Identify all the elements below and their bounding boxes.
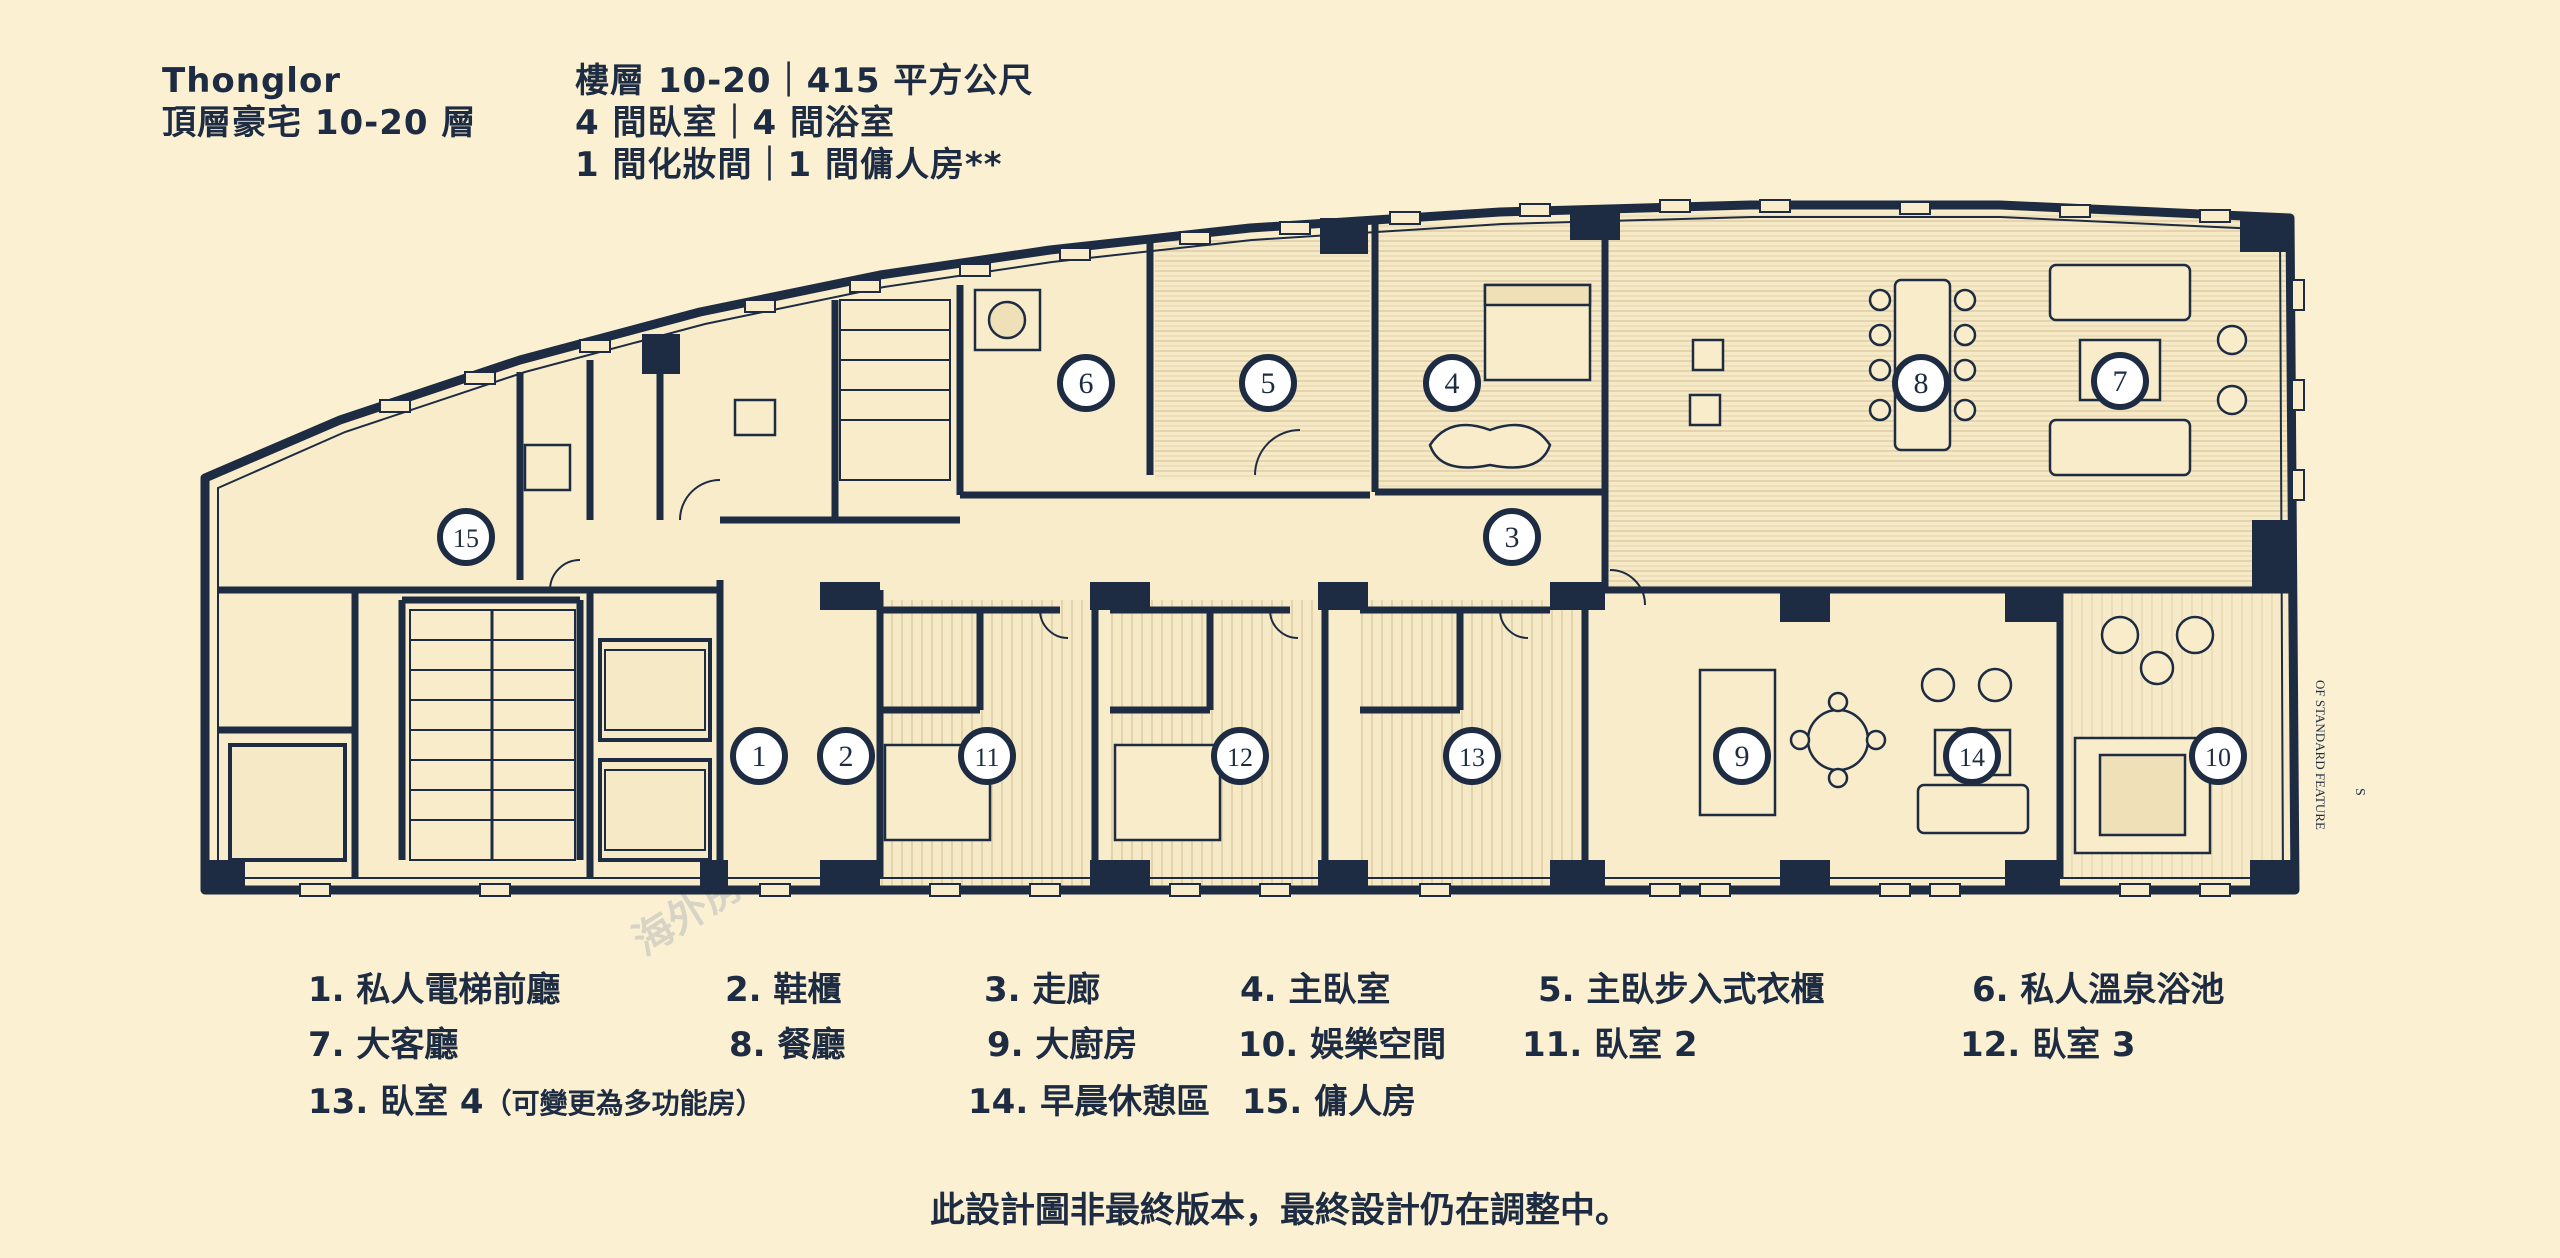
project-subtitle: 頂層豪宅 10-20 層 — [162, 103, 477, 143]
room-marker-label: 15 — [453, 524, 479, 553]
room-marker-4: 4 — [1423, 354, 1481, 412]
legend-item-11: 11. 臥室 2 — [1522, 1025, 1698, 1065]
room-marker-label: 13 — [1459, 743, 1485, 772]
stairs — [409, 299, 951, 861]
room-marker-circle — [1423, 354, 1481, 412]
legend-item-2: 2. 鞋櫃 — [725, 970, 842, 1010]
legend-item-7: 7. 大客廳 — [308, 1025, 459, 1065]
room-marker-circle — [1713, 727, 1771, 785]
windows — [299, 199, 2305, 897]
room-marker-circle — [1483, 508, 1541, 566]
elevators — [228, 638, 712, 862]
room-marker-1: 1 — [730, 727, 788, 785]
room-marker-circle — [958, 727, 1016, 785]
room-marker-6: 6 — [1057, 354, 1115, 412]
side-note: OF STANDARD FEATURE — [2313, 680, 2328, 830]
legend-item-15: 15. 傭人房 — [1242, 1082, 1417, 1122]
header-left: Thonglor 頂層豪宅 10-20 層 — [162, 60, 476, 144]
outer-wall — [200, 200, 2300, 895]
room-marker-circle — [730, 727, 788, 785]
legend-item-1: 1. 私人電梯前廳 — [308, 970, 561, 1010]
legend-item-9: 9. 大廚房 — [987, 1025, 1138, 1065]
room-marker-circle — [1943, 727, 2001, 785]
room-marker-circle — [2189, 727, 2247, 785]
room-marker-label: 7 — [2113, 365, 2128, 398]
legend-item-13-label: 13. 臥室 4 — [308, 1082, 484, 1122]
spec-line-1: 樓層 10-20｜415 平方公尺 — [575, 61, 1034, 101]
room-marker-label: 6 — [1079, 367, 1094, 400]
room-marker-circle — [817, 727, 875, 785]
legend-item-8: 8. 餐廳 — [729, 1025, 846, 1065]
legend-item-12: 12. 臥室 3 — [1960, 1025, 2136, 1065]
legend-item-3: 3. 走廊 — [984, 970, 1101, 1010]
room-marker-circle — [2091, 352, 2149, 410]
room-marker-circle — [1057, 354, 1115, 412]
disclaimer: 此設計圖非最終版本，最終設計仍在調整中。 — [929, 1191, 1630, 1231]
room-marker-7: 7 — [2091, 352, 2149, 410]
room-marker-2: 2 — [817, 727, 875, 785]
room-marker-label: 1 — [752, 740, 767, 773]
room-marker-13: 13 — [1443, 727, 1501, 785]
interior-walls — [218, 212, 2290, 878]
room-marker-14: 14 — [1943, 727, 2001, 785]
room-marker-10: 10 — [2189, 727, 2247, 785]
room-marker-label: 14 — [1959, 743, 1985, 772]
room-marker-circle — [1443, 727, 1501, 785]
legend-item-4: 4. 主臥室 — [1240, 970, 1391, 1010]
room-marker-5: 5 — [1239, 354, 1297, 412]
room-marker-label: 12 — [1227, 743, 1253, 772]
legend-item-10: 10. 娛樂空間 — [1238, 1025, 1447, 1065]
room-marker-label: 4 — [1445, 367, 1460, 400]
spec-line-3: 1 間化妝間｜1 間傭人房** — [575, 145, 1003, 185]
legend-item-5: 5. 主臥步入式衣櫃 — [1538, 970, 1825, 1010]
room-marker-label: 8 — [1914, 367, 1929, 400]
spec-line-2: 4 間臥室｜4 間浴室 — [575, 103, 895, 143]
room-marker-9: 9 — [1713, 727, 1771, 785]
header-specs: 樓層 10-20｜415 平方公尺 4 間臥室｜4 間浴室 1 間化妝間｜1 間… — [575, 60, 1033, 186]
room-marker-label: 11 — [974, 743, 999, 772]
room-marker-label: 10 — [2205, 743, 2231, 772]
room-marker-11: 11 — [958, 727, 1016, 785]
room-marker-8: 8 — [1892, 354, 1950, 412]
room-marker-label: 3 — [1505, 521, 1520, 554]
room-marker-12: 12 — [1211, 727, 1269, 785]
project-name: Thonglor — [162, 61, 342, 101]
room-marker-label: 9 — [1735, 740, 1750, 773]
room-marker-circle — [1892, 354, 1950, 412]
room-marker-label: 5 — [1261, 367, 1276, 400]
legend-item-6: 6. 私人溫泉浴池 — [1972, 970, 2225, 1010]
room-marker-circle — [1239, 354, 1297, 412]
room-marker-3: 3 — [1483, 508, 1541, 566]
side-letter: S — [2352, 788, 2367, 796]
columns — [205, 206, 2295, 890]
room-marker-label: 2 — [839, 740, 854, 773]
legend-item-13: 13. 臥室 4（可變更為多功能房） — [308, 1074, 764, 1123]
legend-item-13-note: （可變更為多功能房） — [483, 1087, 764, 1120]
room-marker-15: 15 — [437, 508, 495, 566]
room-marker-circle — [437, 508, 495, 566]
legend-item-14: 14. 早晨休憩區 — [968, 1082, 1211, 1122]
doors — [549, 429, 1646, 639]
room-marker-circle — [1211, 727, 1269, 785]
